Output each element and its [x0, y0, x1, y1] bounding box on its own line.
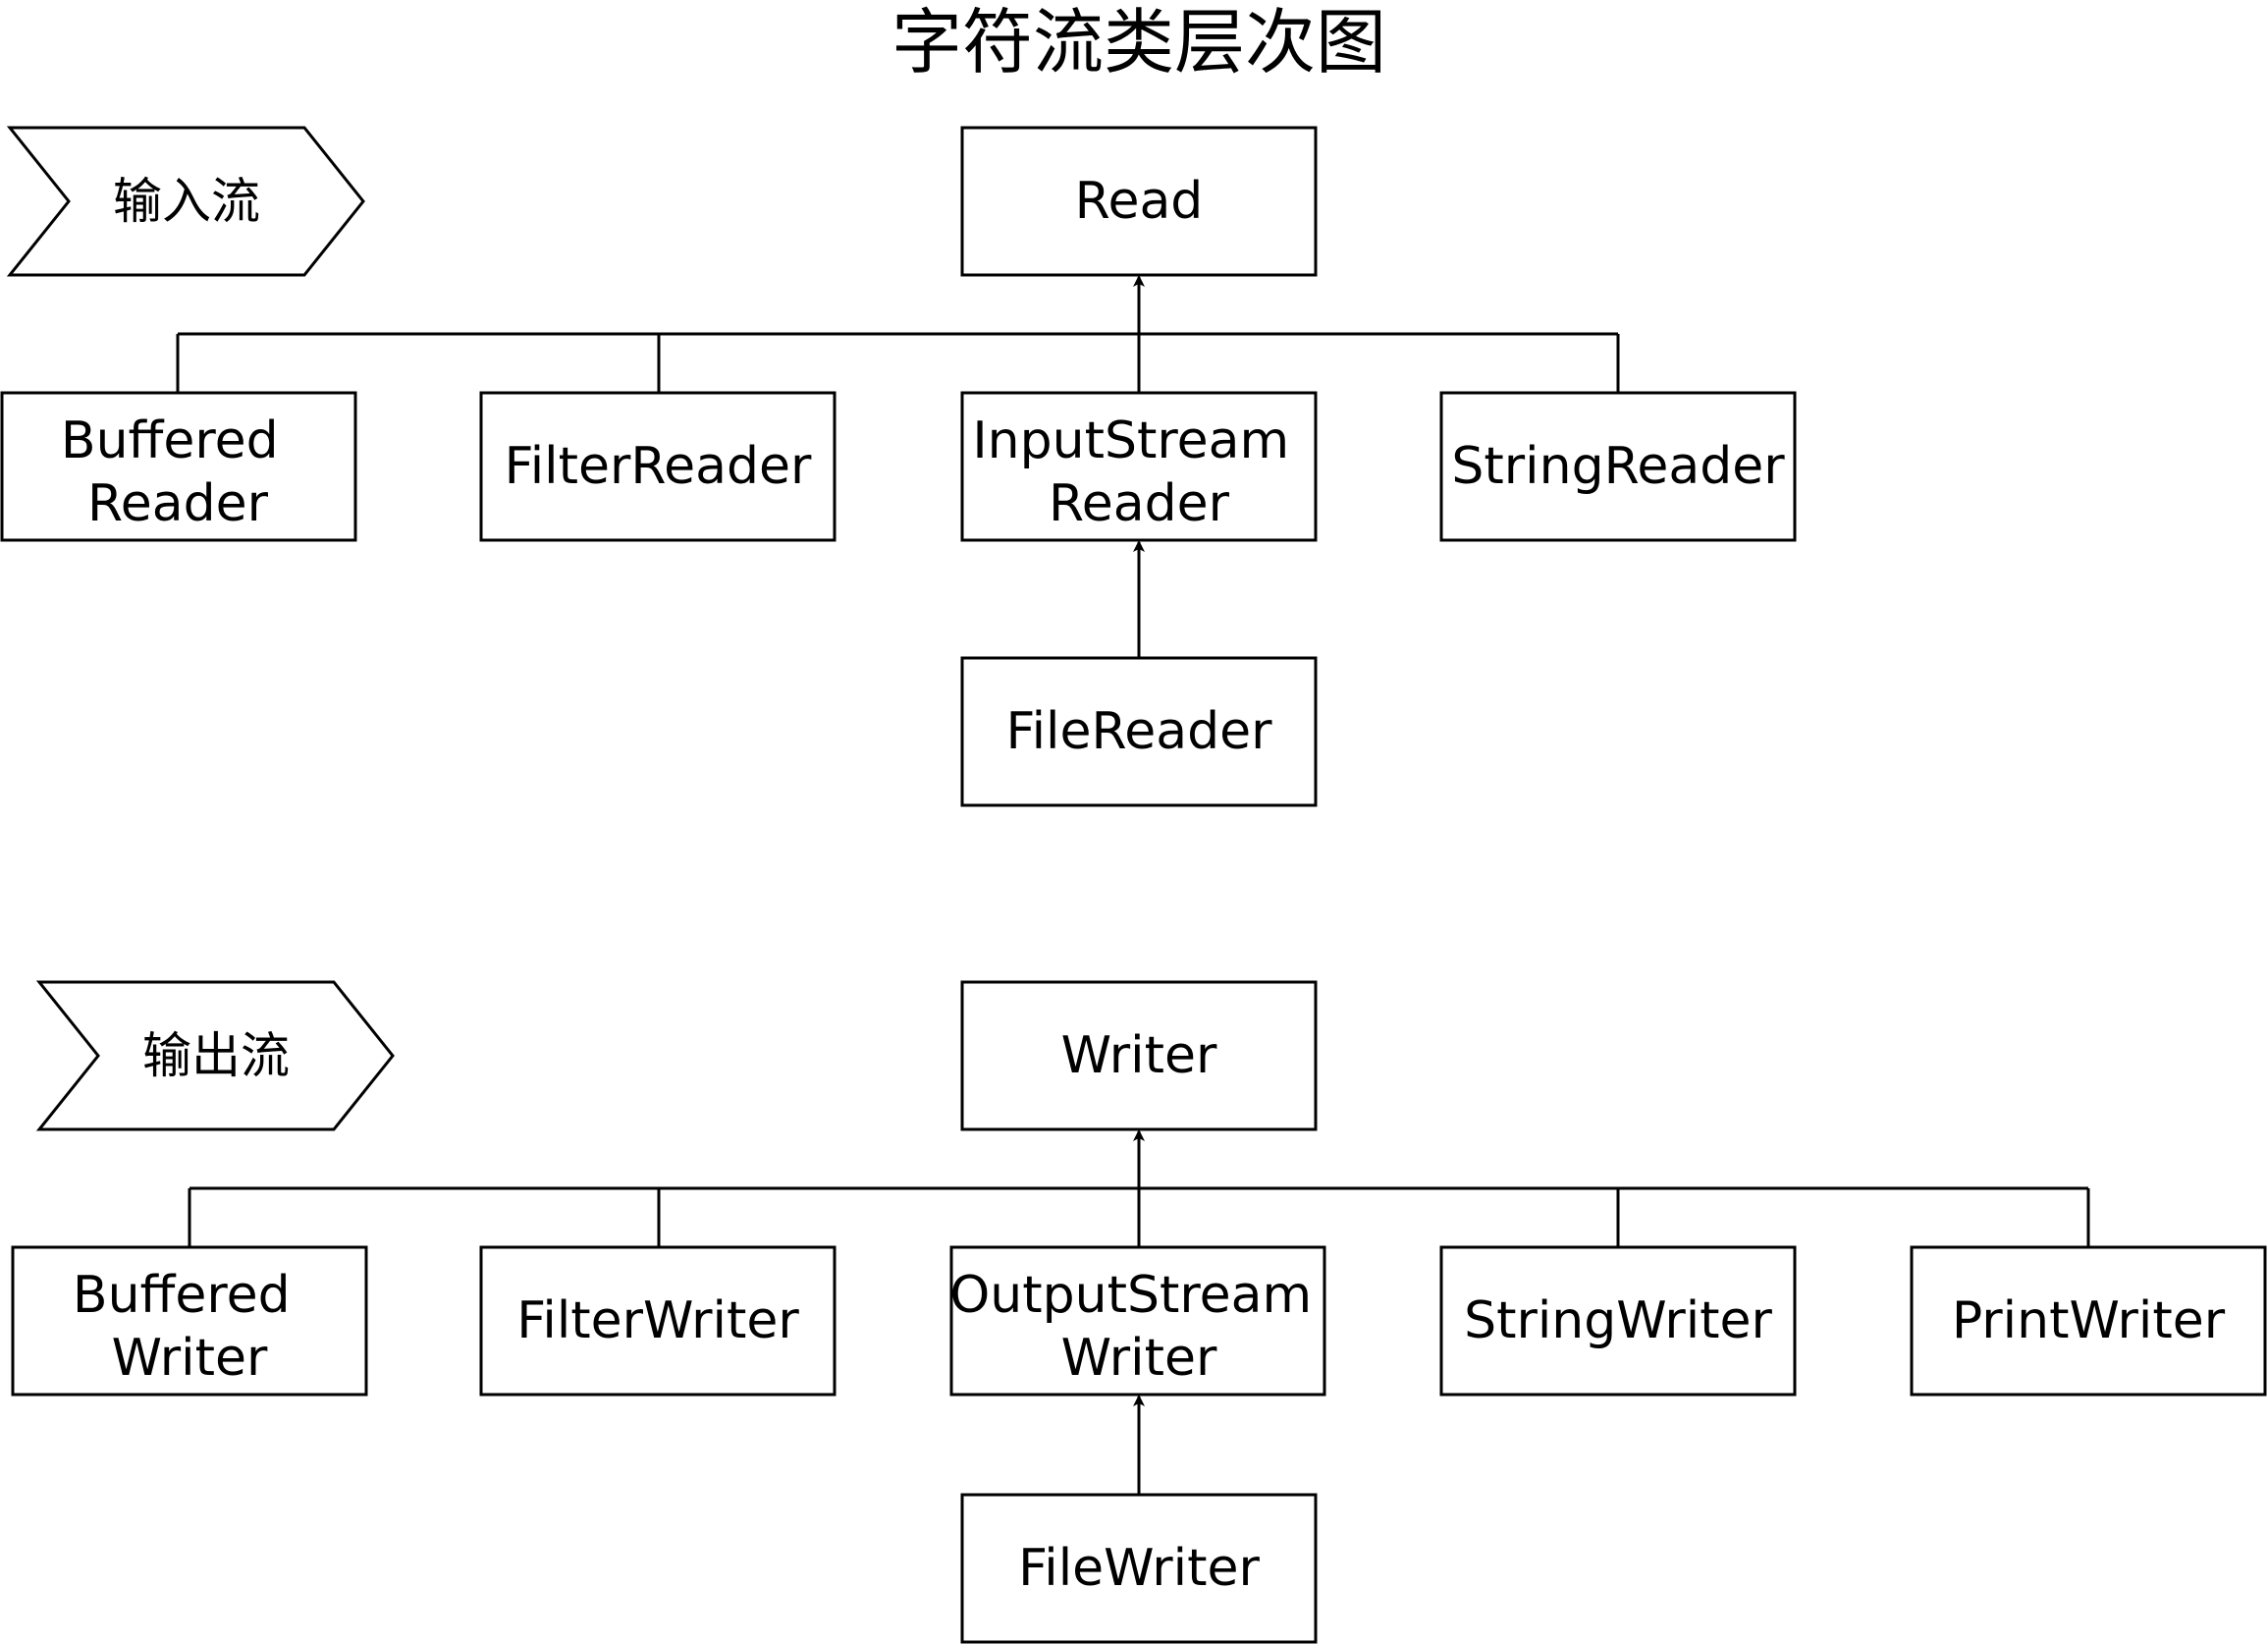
- node-buffered-writer-line1: Buffered: [73, 1266, 291, 1325]
- node-buffered-reader-box: [0, 391, 357, 542]
- node-filter-writer-box: [479, 1245, 837, 1397]
- node-string-reader-label: StringReader: [1451, 437, 1785, 496]
- node-print-writer: PrintWriter: [1910, 1245, 2267, 1397]
- node-file-writer-label: FileWriter: [1018, 1539, 1260, 1598]
- node-file-reader-label: FileReader: [1005, 702, 1272, 761]
- node-filter-reader-label: FilterReader: [505, 437, 812, 496]
- node-print-writer-box: [1910, 1245, 2267, 1397]
- diagram-title: 字符流类层次图: [891, 1, 1386, 83]
- node-buffered-reader-line1: Buffered: [61, 411, 279, 470]
- node-outputstream-writer-line1: OutputStream: [949, 1266, 1312, 1325]
- node-string-reader: StringReader: [1439, 391, 1797, 542]
- node-buffered-writer-label: Buffered Writer: [73, 1266, 306, 1388]
- node-outputstream-writer: OutputStream Writer: [949, 1245, 1327, 1397]
- node-outputstream-writer-label: OutputStream Writer: [949, 1266, 1327, 1388]
- node-inputstream-reader-line1: InputStream: [972, 411, 1289, 470]
- output-tag-shape: [35, 980, 395, 1131]
- node-writer: Writer: [960, 980, 1318, 1131]
- node-filter-reader: FilterReader: [479, 391, 837, 542]
- input-section: 输入流 Read Buffered Reader FilterReade: [0, 126, 1797, 807]
- node-buffered-writer: Buffered Writer: [11, 1245, 368, 1397]
- output-tag-label: 输出流: [142, 1027, 290, 1084]
- node-read-label: Read: [1075, 172, 1204, 231]
- node-string-reader-box: [1439, 391, 1797, 542]
- input-tag-shape: [6, 126, 365, 277]
- node-buffered-reader-line2: Reader: [87, 474, 269, 533]
- input-stream-tag: 输入流: [6, 126, 365, 277]
- input-edges: [176, 275, 1620, 658]
- node-buffered-reader-label: Buffered Reader: [61, 411, 295, 533]
- output-edges: [188, 1129, 2090, 1495]
- node-filter-reader-box: [479, 391, 837, 542]
- output-stream-tag: 输出流: [35, 980, 395, 1131]
- node-inputstream-reader: InputStream Reader: [960, 391, 1318, 542]
- input-tag-label: 输入流: [113, 173, 260, 230]
- node-filter-writer-label: FilterWriter: [516, 1291, 799, 1350]
- node-outputstream-writer-line2: Writer: [1061, 1329, 1217, 1388]
- node-read: Read: [960, 126, 1318, 277]
- node-file-writer: FileWriter: [960, 1493, 1318, 1644]
- node-inputstream-reader-line2: Reader: [1049, 474, 1230, 533]
- node-file-writer-box: [960, 1493, 1318, 1644]
- node-writer-box: [960, 980, 1318, 1131]
- node-string-writer-label: StringWriter: [1464, 1291, 1772, 1350]
- node-read-box: [960, 126, 1318, 277]
- node-buffered-writer-line2: Writer: [112, 1329, 268, 1388]
- node-buffered-reader: Buffered Reader: [0, 391, 357, 542]
- node-string-writer-box: [1439, 1245, 1797, 1397]
- node-writer-label: Writer: [1061, 1026, 1217, 1085]
- node-inputstream-reader-box: [960, 391, 1318, 542]
- node-buffered-writer-box: [11, 1245, 368, 1397]
- node-filter-writer: FilterWriter: [479, 1245, 837, 1397]
- node-outputstream-writer-box: [949, 1245, 1326, 1397]
- node-file-reader: FileReader: [960, 656, 1318, 807]
- node-file-reader-box: [960, 656, 1318, 807]
- node-print-writer-label: PrintWriter: [1952, 1291, 2226, 1350]
- node-string-writer: StringWriter: [1439, 1245, 1797, 1397]
- output-section: 输出流 Writer Buffered Writer Fi: [11, 980, 2267, 1644]
- node-inputstream-reader-label: InputStream Reader: [972, 411, 1305, 533]
